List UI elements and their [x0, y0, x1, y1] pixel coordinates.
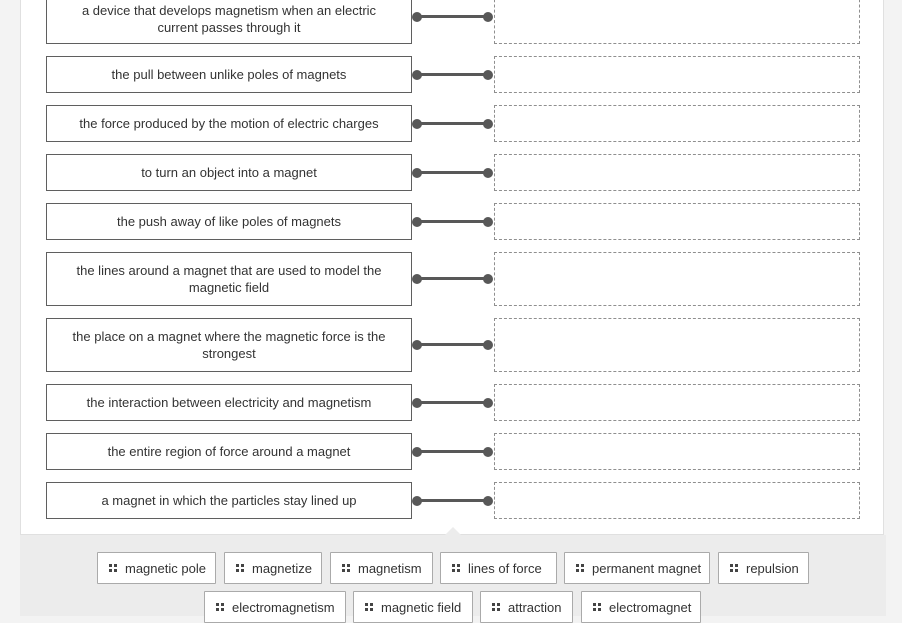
- answer-drop-zone[interactable]: [494, 0, 860, 44]
- definition-box: the lines around a magnet that are used …: [46, 252, 412, 306]
- definition-box: the entire region of force around a magn…: [46, 433, 412, 470]
- connector: [412, 496, 494, 506]
- answer-chip[interactable]: magnetic pole: [97, 552, 216, 584]
- drag-handle-icon: [576, 564, 584, 572]
- connector: [412, 217, 494, 227]
- connector: [412, 447, 494, 457]
- chip-label: electromagnet: [609, 599, 692, 615]
- connector: [412, 168, 494, 178]
- definition-box: a device that develops magnetism when an…: [46, 0, 412, 44]
- answer-chip[interactable]: lines of force: [440, 552, 557, 584]
- chip-label: repulsion: [746, 560, 799, 576]
- definition-box: a magnet in which the particles stay lin…: [46, 482, 412, 519]
- answer-chip[interactable]: magnetism: [330, 552, 433, 584]
- drag-handle-icon: [236, 564, 244, 572]
- definition-text: the push away of like poles of magnets: [116, 214, 342, 229]
- answer-drop-zone[interactable]: [494, 384, 860, 421]
- chip-label: magnetic field: [381, 599, 462, 615]
- answer-drop-zone[interactable]: [494, 318, 860, 372]
- definition-text: the pull between unlike poles of magnets: [111, 67, 347, 82]
- definition-box: the force produced by the motion of elec…: [46, 105, 412, 142]
- connector: [412, 12, 494, 22]
- answer-drop-zone[interactable]: [494, 105, 860, 142]
- drag-handle-icon: [216, 603, 224, 611]
- connector: [412, 340, 494, 350]
- chip-label: magnetism: [358, 560, 422, 576]
- chip-label: lines of force: [468, 560, 542, 576]
- answer-chip[interactable]: magnetize: [224, 552, 322, 584]
- chip-label: permanent magnet: [592, 560, 702, 576]
- drag-handle-icon: [593, 603, 601, 611]
- definition-box: the push away of like poles of magnets: [46, 203, 412, 240]
- chip-label: magnetic pole: [125, 560, 206, 576]
- answer-chip[interactable]: electromagnet: [581, 591, 701, 623]
- definition-text: a device that develops magnetism when an…: [81, 3, 377, 35]
- drag-handle-icon: [452, 564, 460, 572]
- drag-handle-icon: [342, 564, 350, 572]
- answer-drop-zone[interactable]: [494, 203, 860, 240]
- drag-handle-icon: [492, 603, 500, 611]
- word-bank-pointer: [444, 527, 462, 536]
- definition-text: the entire region of force around a magn…: [107, 444, 351, 459]
- definition-text: to turn an object into a magnet: [141, 165, 317, 180]
- definition-text: a magnet in which the particles stay lin…: [101, 493, 357, 508]
- matching-pairs: a device that develops magnetism when an…: [46, 0, 860, 519]
- connector: [412, 119, 494, 129]
- answer-drop-zone[interactable]: [494, 433, 860, 470]
- answer-chip[interactable]: magnetic field: [353, 591, 473, 623]
- drag-handle-icon: [109, 564, 117, 572]
- definition-box: the place on a magnet where the magnetic…: [46, 318, 412, 372]
- definition-text: the place on a magnet where the magnetic…: [72, 329, 386, 361]
- answer-drop-zone[interactable]: [494, 154, 860, 191]
- answer-chip[interactable]: permanent magnet: [564, 552, 710, 584]
- chip-label: electromagnetism: [232, 599, 335, 615]
- definition-box: to turn an object into a magnet: [46, 154, 412, 191]
- answer-chip[interactable]: repulsion: [718, 552, 809, 584]
- answer-chip[interactable]: attraction: [480, 591, 573, 623]
- drag-handle-icon: [730, 564, 738, 572]
- definition-text: the interaction between electricity and …: [86, 395, 372, 410]
- answer-drop-zone[interactable]: [494, 252, 860, 306]
- answer-drop-zone[interactable]: [494, 482, 860, 519]
- drag-handle-icon: [365, 603, 373, 611]
- definition-text: the lines around a magnet that are used …: [76, 263, 382, 295]
- definition-box: the interaction between electricity and …: [46, 384, 412, 421]
- definition-text: the force produced by the motion of elec…: [79, 116, 379, 131]
- chip-label: attraction: [508, 599, 562, 615]
- chip-label: magnetize: [252, 560, 312, 576]
- answer-chip[interactable]: electromagnetism: [204, 591, 346, 623]
- connector: [412, 70, 494, 80]
- connector: [412, 398, 494, 408]
- answer-drop-zone[interactable]: [494, 56, 860, 93]
- connector: [412, 274, 494, 284]
- definition-box: the pull between unlike poles of magnets: [46, 56, 412, 93]
